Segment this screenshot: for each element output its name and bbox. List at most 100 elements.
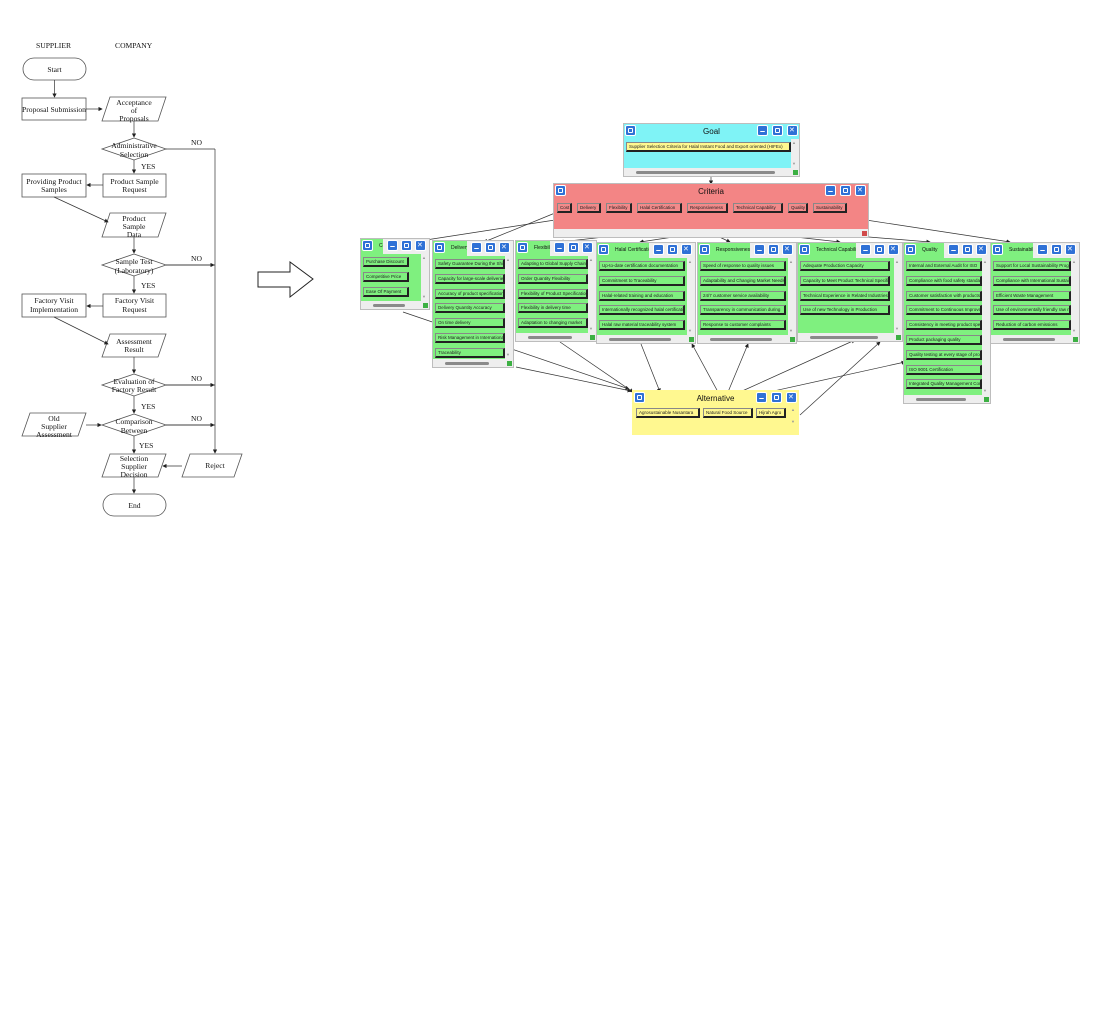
close-icon[interactable] xyxy=(976,244,987,255)
subcriteria-item[interactable]: Support for Local Sustainability Program… xyxy=(993,261,1071,271)
subcriteria-item[interactable]: Compliance with International Sustainabi… xyxy=(993,275,1071,286)
minimize-icon[interactable] xyxy=(825,185,836,196)
subcriteria-item[interactable]: Capacity for large-scale deliveries xyxy=(435,273,505,284)
subcriteria-item[interactable]: Adaptability and Changing Market Needs xyxy=(700,275,786,286)
vertical-scrollbar[interactable] xyxy=(895,259,901,331)
subcriteria-item[interactable]: Capacity to Meet Product Technical Speci… xyxy=(800,275,890,286)
resize-grip[interactable] xyxy=(862,231,867,236)
maximize-icon[interactable] xyxy=(874,244,885,255)
minimize-icon[interactable] xyxy=(756,392,767,403)
maximize-icon[interactable] xyxy=(962,244,973,255)
horizontal-scrollbar[interactable] xyxy=(995,336,1069,342)
goal-window[interactable]: Goal Supplier Selection Criteria for Hal… xyxy=(623,123,800,177)
maximize-icon[interactable] xyxy=(667,244,678,255)
subcriteria-item[interactable]: Compliance with food safety standards xyxy=(906,275,982,286)
close-icon[interactable] xyxy=(855,185,866,196)
maximize-icon[interactable] xyxy=(768,244,779,255)
subcriteria-item[interactable]: Customer satisfaction with products xyxy=(906,290,982,301)
resize-grip[interactable] xyxy=(689,337,694,342)
horizontal-scrollbar[interactable] xyxy=(601,336,685,342)
subcriteria-item[interactable]: Up-to-date certification documentation xyxy=(599,261,685,271)
subcriteria-window-technical-capability[interactable]: Technical CapabilityAdequate Production … xyxy=(797,242,903,342)
minimize-icon[interactable] xyxy=(653,244,664,255)
scrollbar-thumb[interactable] xyxy=(916,398,966,401)
vertical-scrollbar[interactable] xyxy=(589,257,595,331)
subcriteria-window-quality[interactable]: QualityInternal and External Audit for I… xyxy=(903,242,991,404)
window-menu-icon[interactable] xyxy=(799,244,810,255)
close-icon[interactable] xyxy=(888,244,899,255)
window-menu-icon[interactable] xyxy=(362,240,373,251)
window-menu-icon[interactable] xyxy=(625,125,636,136)
scrollbar-thumb[interactable] xyxy=(445,362,489,365)
scrollbar-thumb[interactable] xyxy=(810,336,878,339)
goal-item[interactable]: Supplier Selection Criteria for Halal In… xyxy=(626,142,791,152)
subcriteria-item[interactable]: Efficient Waste Management xyxy=(993,290,1071,301)
alternative-item[interactable]: Agrosustainable Nusantara xyxy=(636,408,700,418)
subcriteria-item[interactable]: Technical Experience in Related Industri… xyxy=(800,290,890,301)
subcriteria-item[interactable]: Adapting to Global Supply Chain xyxy=(518,259,588,269)
maximize-icon[interactable] xyxy=(772,125,783,136)
subcriteria-window-delivery[interactable]: DeliverySafety Guarantee During the Ship… xyxy=(432,240,514,368)
minimize-icon[interactable] xyxy=(757,125,768,136)
maximize-icon[interactable] xyxy=(568,242,579,253)
subcriteria-item[interactable]: Use of new Technology in Production xyxy=(800,305,890,316)
minimize-icon[interactable] xyxy=(471,242,482,253)
close-icon[interactable] xyxy=(681,244,692,255)
criteria-item-quality[interactable]: Quality xyxy=(788,203,808,213)
subcriteria-item[interactable]: Adaptation to changing market xyxy=(518,318,588,329)
subcriteria-item[interactable]: Competitive Price xyxy=(363,271,409,282)
criteria-item-cost[interactable]: Cost xyxy=(557,203,572,213)
close-icon[interactable] xyxy=(782,244,793,255)
subcriteria-window-responsiveness[interactable]: ResponsivenessSpeed of response to quali… xyxy=(697,242,797,344)
window-menu-icon[interactable] xyxy=(434,242,445,253)
window-menu-icon[interactable] xyxy=(699,244,710,255)
horizontal-scrollbar[interactable] xyxy=(437,360,503,366)
scrollbar-thumb[interactable] xyxy=(609,338,671,341)
resize-grip[interactable] xyxy=(793,170,798,175)
window-menu-icon[interactable] xyxy=(555,185,566,196)
minimize-icon[interactable] xyxy=(387,240,398,251)
subcriteria-item[interactable]: Halal-related training and education xyxy=(599,290,685,301)
minimize-icon[interactable] xyxy=(754,244,765,255)
subcriteria-item[interactable]: Quality testing at every stage of produc… xyxy=(906,349,982,360)
horizontal-scrollbar[interactable] xyxy=(702,336,786,342)
maximize-icon[interactable] xyxy=(840,185,851,196)
scrollbar-thumb[interactable] xyxy=(1003,338,1055,341)
close-icon[interactable] xyxy=(1065,244,1076,255)
subcriteria-item[interactable]: Purchase Discount xyxy=(363,257,409,267)
resize-grip[interactable] xyxy=(423,303,428,308)
subcriteria-window-halal-certification[interactable]: Halal CertificationUp-to-date certificat… xyxy=(596,242,696,344)
minimize-icon[interactable] xyxy=(554,242,565,253)
window-menu-icon[interactable] xyxy=(992,244,1003,255)
scrollbar-thumb[interactable] xyxy=(528,336,572,339)
resize-grip[interactable] xyxy=(896,335,901,340)
criteria-item-responsiveness[interactable]: Responsiveness xyxy=(687,203,728,213)
close-icon[interactable] xyxy=(787,125,798,136)
subcriteria-item[interactable]: Transparency in communication during xyxy=(700,305,786,316)
subcriteria-item[interactable]: Consistency in meeting product specifica… xyxy=(906,320,982,331)
vertical-scrollbar[interactable] xyxy=(688,259,694,333)
subcriteria-item[interactable]: Commitment to Continuous Improvement xyxy=(906,305,982,316)
subcriteria-item[interactable]: Halal raw material traceability system xyxy=(599,320,685,331)
criteria-window[interactable]: Criteria Cost Delivery Flexibility Halal… xyxy=(553,183,869,238)
close-icon[interactable] xyxy=(786,392,797,403)
horizontal-scrollbar[interactable] xyxy=(908,396,980,402)
vertical-scrollbar[interactable] xyxy=(789,259,795,333)
alternative-window[interactable]: Alternative Agrosustainable Nusantara Na… xyxy=(632,390,799,435)
criteria-item-technical[interactable]: Technical Capability xyxy=(733,203,783,213)
subcriteria-item[interactable]: Speed of response to quality issues xyxy=(700,261,786,271)
subcriteria-item[interactable]: Order Quantity Flexibility xyxy=(518,273,588,284)
close-icon[interactable] xyxy=(582,242,593,253)
subcriteria-item[interactable]: Ease Of Payment xyxy=(363,286,409,297)
criteria-item-sustainability[interactable]: Sustainability xyxy=(813,203,847,213)
subcriteria-window-flexibility[interactable]: FlexibilityAdapting to Global Supply Cha… xyxy=(515,240,597,342)
maximize-icon[interactable] xyxy=(771,392,782,403)
subcriteria-item[interactable]: ISO 9001 Certification xyxy=(906,364,982,375)
subcriteria-item[interactable]: Flexibility in delivery time xyxy=(518,303,588,314)
subcriteria-item[interactable]: Reduction of carbon emissions xyxy=(993,320,1071,331)
subcriteria-item[interactable]: Internationally recognized halal certifi… xyxy=(599,305,685,316)
subcriteria-item[interactable]: Product packaging quality xyxy=(906,335,982,345)
criteria-item-flexibility[interactable]: Flexibility xyxy=(606,203,632,213)
maximize-icon[interactable] xyxy=(1051,244,1062,255)
